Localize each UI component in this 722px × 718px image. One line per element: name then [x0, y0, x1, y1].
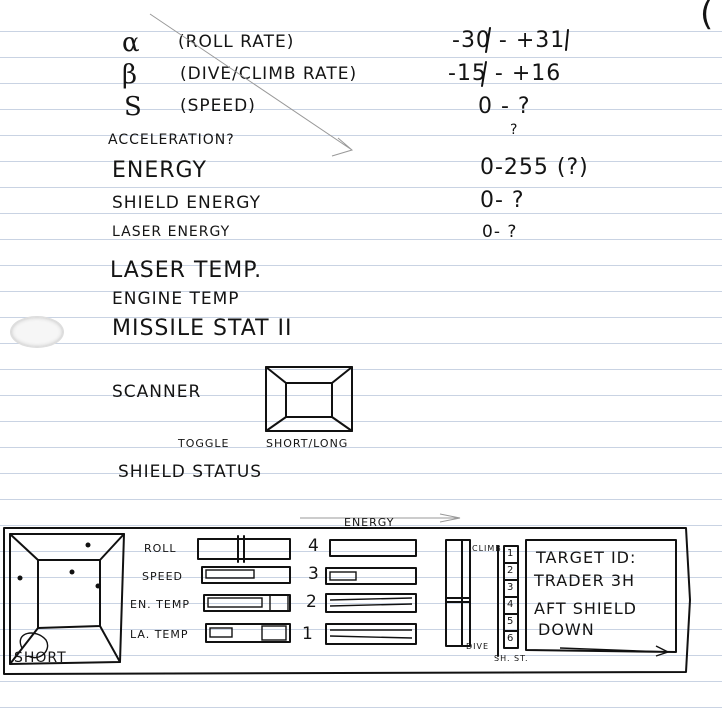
energy-bank-4 [329, 539, 417, 557]
cockpit-panel-frame [3, 513, 691, 675]
corner-mark: ( [700, 0, 715, 34]
speed-range: 0 - ? [478, 94, 531, 119]
shield-segment-3: 3 [507, 582, 515, 593]
target-line-1: TARGET ID: [536, 548, 637, 567]
energy-bank-number-3: 3 [308, 564, 320, 584]
target-line-2: TRADER 3H [534, 571, 636, 590]
beta-label: (DIVE/CLIMB RATE) [180, 64, 358, 84]
shield-segment-2: 2 [507, 565, 515, 576]
gauge-label-laser-temp: LA. TEMP [130, 628, 189, 641]
shield-segment-5: 5 [507, 616, 515, 627]
panel-energy-label: ENERGY [344, 516, 395, 529]
gauge-label-engine-temp: EN. TEMP [130, 598, 190, 611]
energy-bank-3 [325, 567, 417, 585]
missile-stat-label: MISSILE STAT II [112, 316, 293, 341]
panel-scanner-mode: SHORT [14, 650, 67, 666]
beta-range: -15 - +16 [448, 61, 562, 86]
laser-energy-label: LASER ENERGY [112, 224, 231, 240]
roll-gauge [197, 535, 291, 563]
laser-temp-gauge [205, 623, 291, 643]
shield-status-short-label: SH. ST. [494, 654, 529, 663]
energy-range: 0-255 (?) [480, 155, 589, 180]
target-line-3: AFT SHIELD [534, 599, 637, 618]
energy-bank-1 [325, 623, 417, 645]
energy-bank-number-2: 2 [306, 592, 318, 612]
shield-energy-range: 0- ? [480, 188, 525, 213]
acceleration-range: ? [510, 122, 519, 138]
engine-temp-gauge [203, 594, 291, 612]
speed-label: (SPEED) [180, 96, 256, 116]
dive-label: DIVE [466, 642, 490, 651]
energy-bank-2 [325, 593, 417, 613]
energy-bank-number-1: 1 [302, 624, 314, 644]
alpha-range: -30 - +31 [452, 28, 566, 53]
climb-dive-indicator [445, 539, 471, 647]
alpha-label: (ROLL RATE) [178, 32, 295, 52]
shield-status-bar [497, 545, 519, 657]
shield-status-label: SHIELD STATUS [118, 462, 263, 482]
laser-temp-label: LASER TEMP. [110, 258, 263, 283]
shield-segment-1: 1 [507, 548, 515, 559]
speed-gauge [201, 566, 291, 584]
climb-label: CLIMB [472, 544, 502, 553]
energy-label: ENERGY [112, 158, 207, 183]
energy-bank-number-4: 4 [308, 536, 320, 556]
pencil-arrow [149, 13, 354, 157]
alpha-symbol: α [122, 28, 141, 58]
target-display-box [525, 539, 677, 657]
speed-symbol: S [124, 92, 143, 122]
laser-energy-range: 0- ? [482, 222, 518, 242]
gauge-label-speed: SPEED [142, 570, 183, 583]
engine-temp-label: ENGINE TEMP [112, 289, 240, 309]
shield-segment-6: 6 [507, 633, 515, 644]
gauge-label-roll: ROLL [144, 542, 177, 555]
shield-segment-4: 4 [507, 599, 515, 610]
scanner-mode-label: SHORT/LONG [266, 437, 349, 450]
beta-symbol: β [122, 60, 139, 90]
target-line-4: DOWN [538, 620, 595, 639]
scanner-toggle-label: TOGGLE [178, 437, 230, 450]
panel-scanner-icon [9, 533, 125, 665]
range-scribble-1 [485, 27, 569, 53]
scanner-label: SCANNER [112, 382, 202, 402]
acceleration-label: ACCELERATION? [108, 132, 235, 148]
range-scribble-2 [481, 61, 487, 87]
punch-hole [10, 316, 64, 348]
scanner-sketch-icon [265, 366, 353, 432]
shield-energy-label: SHIELD ENERGY [112, 193, 262, 213]
